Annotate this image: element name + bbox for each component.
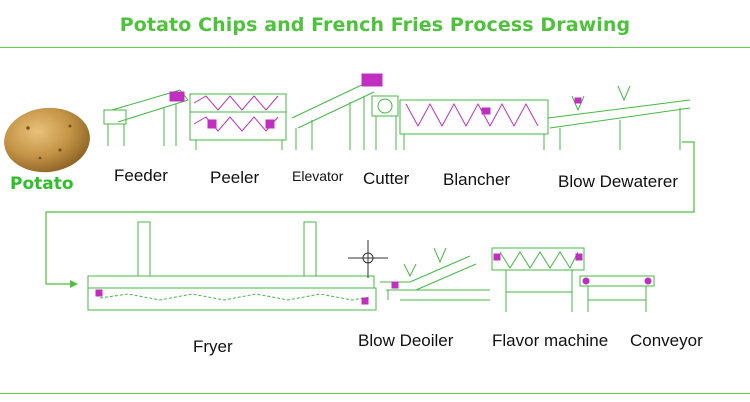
flavor-machine bbox=[491, 247, 585, 312]
potato-image bbox=[4, 107, 90, 173]
flow-connector bbox=[45, 141, 695, 288]
elevator-label: Elevator bbox=[292, 168, 344, 184]
conveyor-label: Conveyor bbox=[630, 331, 703, 350]
elevator-machine bbox=[291, 73, 383, 150]
blancher-machine bbox=[399, 99, 549, 150]
blow-deoiler-machine bbox=[348, 240, 490, 301]
title-rule-top bbox=[0, 47, 750, 48]
feeder-label: Feeder bbox=[114, 166, 168, 185]
potato-label: Potato bbox=[10, 174, 74, 194]
peeler-label: Peeler bbox=[210, 168, 260, 187]
fryer-label: Fryer bbox=[193, 337, 233, 356]
feeder-machine bbox=[103, 89, 189, 146]
cutter-label: Cutter bbox=[363, 169, 410, 188]
blow-dewaterer-machine bbox=[547, 85, 691, 150]
conveyor-machine bbox=[579, 275, 655, 312]
bottom-rule bbox=[0, 393, 750, 394]
diagram-title: Potato Chips and French Fries Process Dr… bbox=[119, 14, 631, 36]
cutter-machine bbox=[371, 95, 399, 150]
fryer-machine bbox=[87, 221, 377, 311]
blow-dewaterer-label: Blow Dewaterer bbox=[558, 172, 678, 191]
blow-deoiler-label: Blow Deoiler bbox=[358, 331, 454, 350]
peeler-machine bbox=[189, 93, 287, 150]
flavor-machine-label: Flavor machine bbox=[492, 331, 609, 350]
blancher-label: Blancher bbox=[443, 170, 511, 189]
